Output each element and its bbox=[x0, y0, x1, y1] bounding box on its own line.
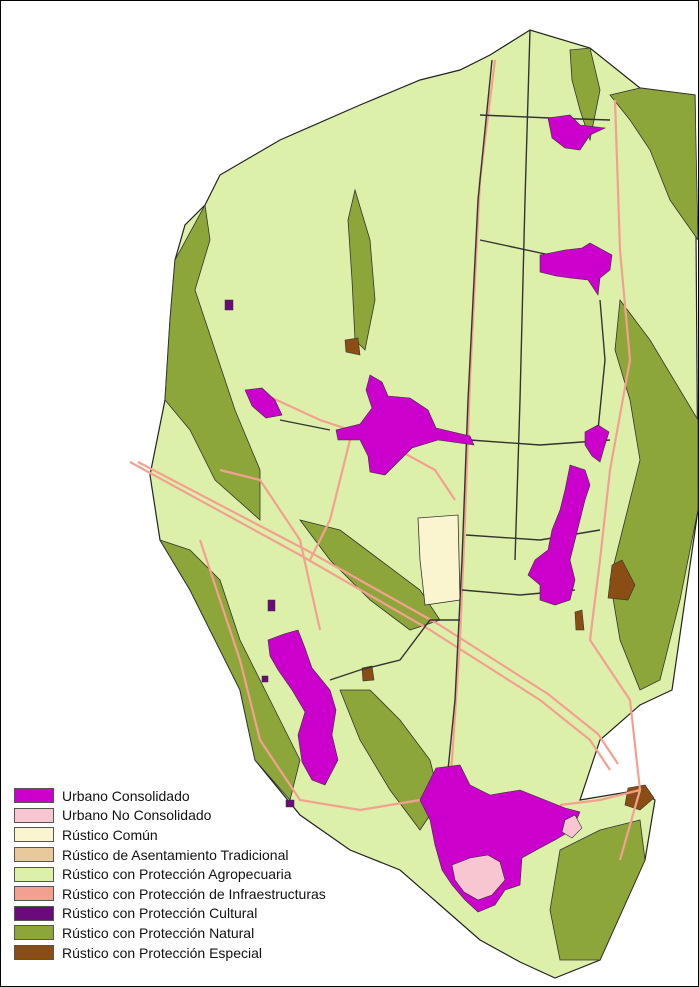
legend-item: Rústico con Protección Natural bbox=[14, 923, 404, 943]
legend-swatch bbox=[14, 925, 54, 941]
cultural-site-4 bbox=[261, 675, 269, 683]
natural-zone-ridge bbox=[347, 188, 376, 351]
legend-label: Rústico con Protección Cultural bbox=[62, 905, 258, 922]
especial-zone-1 bbox=[344, 337, 361, 356]
legend-label: Rústico con Protección Especial bbox=[62, 944, 262, 961]
legend-label: Urbano No Consolidado bbox=[62, 807, 212, 824]
cultural-site-3 bbox=[285, 799, 295, 808]
urban-north-1 bbox=[547, 114, 607, 151]
legend-swatch bbox=[14, 827, 54, 843]
urban-not-consolidated-areas bbox=[451, 814, 583, 901]
legend-item: Rústico Común bbox=[14, 825, 404, 845]
natural-zone-north bbox=[569, 47, 601, 142]
legend-item: Rústico con Protección Agropecuaria bbox=[14, 864, 404, 884]
legend-item: Rústico de Asentamiento Tradicional bbox=[14, 845, 404, 865]
legend-item: Rústico con Protección Especial bbox=[14, 943, 404, 963]
urban-center-west bbox=[244, 387, 283, 419]
urban-east-2 bbox=[527, 464, 591, 606]
legend-item: Urbano No Consolidado bbox=[14, 806, 404, 826]
natural-zone-southwest bbox=[159, 539, 301, 801]
cultural-site-2 bbox=[267, 599, 276, 612]
urban-center-town bbox=[335, 374, 475, 476]
legend-label: Rústico de Asentamiento Tradicional bbox=[62, 846, 289, 863]
legend-item: Rústico con Protección de Infraestructur… bbox=[14, 884, 404, 904]
legend-swatch bbox=[14, 886, 54, 902]
rustico-comun-zone bbox=[417, 514, 461, 606]
legend-item: Rústico con Protección Cultural bbox=[14, 904, 404, 924]
legend-label: Rústico con Protección Agropecuaria bbox=[62, 866, 292, 883]
natural-zone-east-strip bbox=[609, 87, 699, 242]
legend-label: Rústico con Protección de Infraestructur… bbox=[62, 885, 326, 902]
legend-label: Urbano Consolidado bbox=[62, 787, 190, 804]
legend-swatch bbox=[14, 945, 54, 961]
legend-item: Urbano Consolidado bbox=[14, 786, 404, 806]
urban-east-1 bbox=[584, 424, 610, 463]
legend-swatch bbox=[14, 807, 54, 823]
urban-southwest bbox=[267, 629, 339, 786]
legend-label: Rústico Común bbox=[62, 826, 158, 843]
legend-label: Rústico con Protección Natural bbox=[62, 924, 255, 941]
legend-swatch bbox=[14, 788, 54, 804]
legend-swatch bbox=[14, 905, 54, 921]
legend-swatch bbox=[14, 866, 54, 882]
natural-zone-east bbox=[609, 298, 699, 691]
natural-zone-west bbox=[164, 203, 261, 521]
legend-swatch bbox=[14, 847, 54, 863]
especial-zone-5 bbox=[361, 665, 375, 682]
especial-zone-4 bbox=[574, 609, 585, 631]
urban-north-2 bbox=[539, 242, 613, 296]
especial-zone-2 bbox=[607, 559, 636, 601]
cultural-site-1 bbox=[224, 299, 234, 311]
